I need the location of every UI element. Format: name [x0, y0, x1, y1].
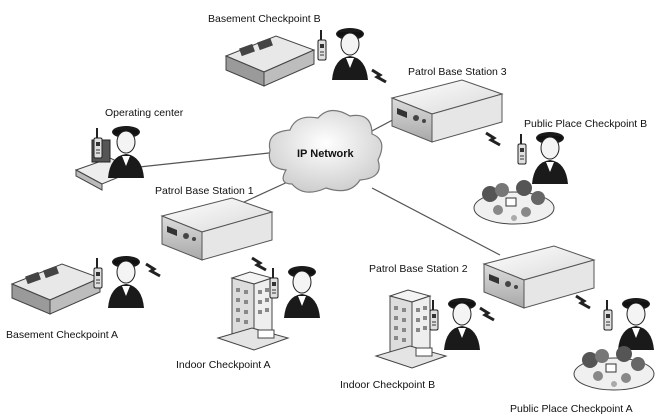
patrol-base-station-1: Patrol Base Station 1 [155, 185, 273, 261]
basement-checkpoint-a: Basement Checkpoint A [6, 255, 145, 341]
basement-checkpoint-b: Basement Checkpoint B [208, 13, 369, 87]
link-station-2 [371, 187, 501, 256]
guard-icon [269, 265, 321, 319]
operating-center: Operating center [74, 107, 184, 191]
patrol-base-station-2: Patrol Base Station 2 [369, 245, 595, 309]
patrol-station-2-label: Patrol Base Station 2 [369, 263, 468, 275]
public-place-a-label: Public Place Checkpoint A [510, 403, 633, 415]
wireless-link-icon [478, 306, 496, 322]
ip-network-label: IP Network [297, 148, 355, 160]
patrol-station-3-label: Patrol Base Station 3 [408, 66, 507, 78]
wireless-link-icon [144, 262, 162, 278]
charger-icon [225, 35, 315, 87]
ip-network-cloud: IP Network [268, 109, 383, 193]
guard-icon [93, 255, 145, 309]
park-icon [473, 179, 555, 225]
guard-icon [603, 297, 655, 351]
base-station-icon [391, 79, 503, 143]
basement-checkpoint-b-label: Basement Checkpoint B [208, 13, 321, 25]
public-place-checkpoint-b: Public Place Checkpoint B [473, 118, 647, 225]
indoor-checkpoint-b-label: Indoor Checkpoint B [340, 379, 435, 391]
basement-checkpoint-a-label: Basement Checkpoint A [6, 329, 118, 341]
guard-icon [429, 297, 481, 351]
charger-icon [11, 263, 101, 315]
indoor-checkpoint-a: Indoor Checkpoint A [176, 256, 321, 371]
wireless-link-icon [484, 131, 502, 147]
base-station-icon [161, 197, 273, 261]
patrol-station-1-label: Patrol Base Station 1 [155, 185, 254, 197]
wireless-link-icon [370, 68, 388, 84]
link-operating-center [129, 151, 279, 169]
guard-icon [517, 131, 569, 185]
wireless-link-icon [574, 294, 592, 310]
patrol-base-station-3: Patrol Base Station 3 [391, 66, 507, 143]
indoor-checkpoint-a-label: Indoor Checkpoint A [176, 359, 271, 371]
operating-center-label: Operating center [105, 107, 184, 119]
public-place-checkpoint-a: Public Place Checkpoint A [510, 294, 655, 415]
wireless-link-icon [250, 256, 268, 272]
public-place-b-label: Public Place Checkpoint B [524, 118, 647, 130]
guard-icon [317, 27, 369, 81]
park-icon [573, 345, 655, 391]
indoor-checkpoint-b: Indoor Checkpoint B [340, 289, 496, 391]
